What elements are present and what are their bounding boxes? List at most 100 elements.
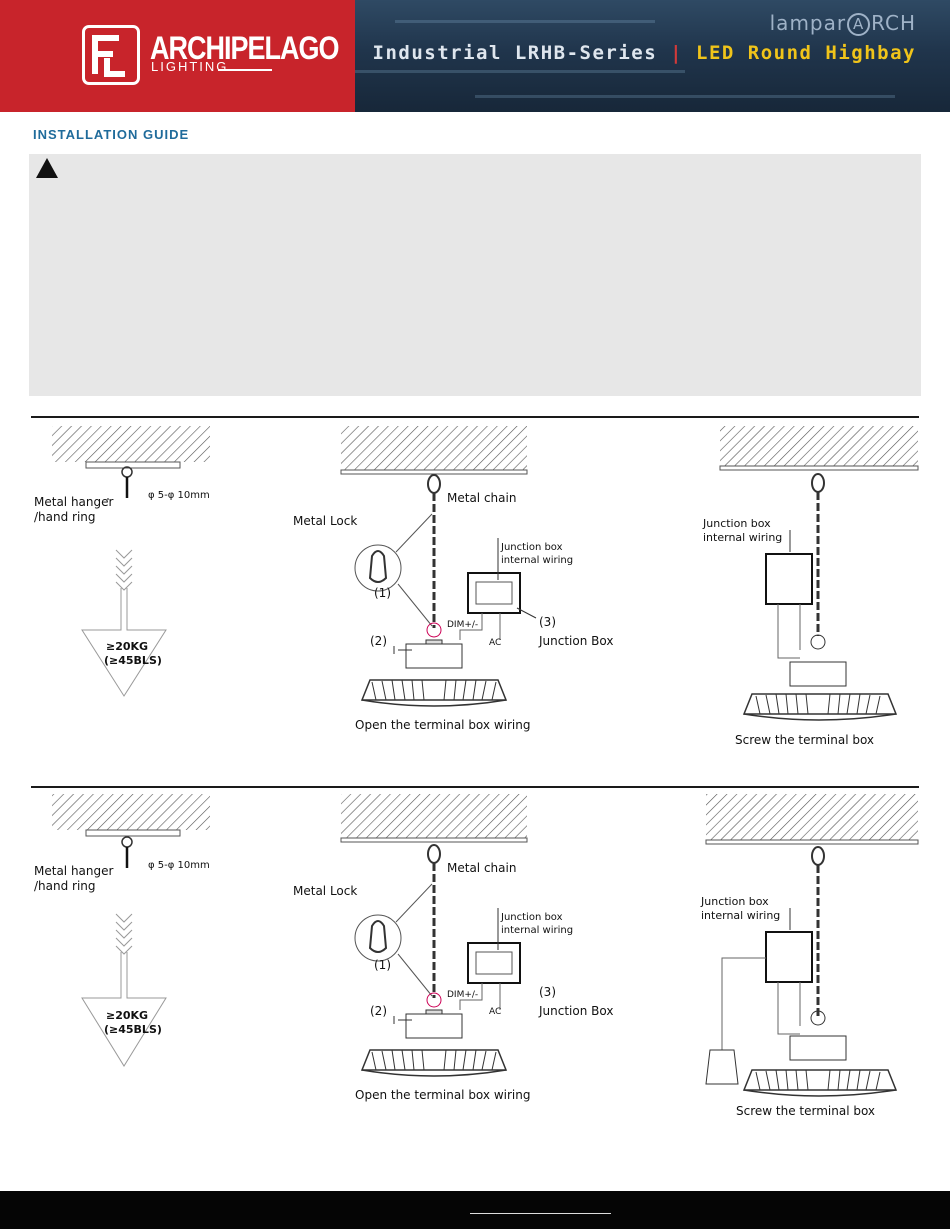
lamp-driver bbox=[405, 1013, 463, 1039]
step-1-label: (1) bbox=[374, 586, 391, 600]
caption-open-wiring: Open the terminal box wiring bbox=[355, 718, 531, 732]
lamp-bottom bbox=[361, 699, 507, 707]
junction-wiring-label: Junction box internal wiring bbox=[703, 517, 783, 544]
junction-wires bbox=[459, 613, 501, 640]
junction-box-terminals bbox=[475, 581, 513, 605]
lamp-fins bbox=[755, 693, 881, 715]
load-kg: ≥20KG bbox=[106, 1009, 149, 1022]
lamp-driver bbox=[789, 1035, 847, 1061]
lock-point bbox=[426, 622, 442, 638]
brand-prefix: lampar bbox=[769, 11, 847, 35]
brand-suffix: RCH bbox=[871, 11, 916, 35]
brand-circle-letter: A bbox=[847, 13, 871, 36]
footer-rule bbox=[470, 1213, 611, 1214]
ceiling-hook bbox=[811, 473, 825, 493]
lamp-housing bbox=[360, 1049, 508, 1071]
footer-bar bbox=[0, 1191, 950, 1229]
step-2-label: (2) bbox=[370, 1004, 387, 1018]
section-title: INSTALLATION GUIDE bbox=[33, 127, 190, 142]
lamp-bottom bbox=[361, 1069, 507, 1077]
lamp-fins bbox=[371, 1049, 497, 1071]
sensor-icon bbox=[705, 1049, 739, 1085]
lamp-bottom bbox=[743, 1089, 897, 1097]
ceiling-hatch bbox=[52, 794, 210, 830]
lamp-driver bbox=[405, 643, 463, 669]
logo-mark-icon bbox=[82, 25, 140, 85]
ceiling-hatch bbox=[720, 426, 918, 466]
lock-point bbox=[426, 992, 442, 1008]
caption-screw-box: Screw the terminal box bbox=[736, 1104, 876, 1118]
lock-leader-top bbox=[395, 883, 433, 923]
warning-panel bbox=[29, 154, 921, 396]
ac-label: AC bbox=[489, 638, 502, 648]
ceiling-mount-plate bbox=[85, 829, 181, 837]
ceiling-hook bbox=[811, 846, 825, 866]
product-type: LED Round Highbay bbox=[696, 42, 916, 64]
junction-wires bbox=[721, 957, 801, 1050]
metal-lock-icon bbox=[368, 920, 388, 953]
junction-wiring-label: Junction box internal wiring bbox=[501, 912, 574, 936]
logo-wordmark: ARCHIPELAGO bbox=[150, 30, 340, 66]
ceiling-edge bbox=[705, 839, 919, 845]
metal-lock-label: Metal Lock bbox=[293, 884, 358, 898]
lamp-fins bbox=[755, 1069, 881, 1091]
warning-triangle-icon bbox=[35, 156, 59, 185]
junction-wires bbox=[459, 983, 501, 1010]
hanger-label: Metal hanger /hand ring bbox=[34, 495, 114, 524]
lock-point bbox=[810, 1010, 826, 1026]
lock-detail-circle bbox=[354, 914, 402, 962]
load-arrow-chevrons bbox=[115, 913, 133, 955]
junction-box bbox=[467, 572, 521, 614]
lock-detail-circle bbox=[354, 544, 402, 592]
hanger-ring bbox=[121, 836, 133, 848]
ceiling-hatch bbox=[341, 426, 527, 470]
lamp-fins bbox=[371, 679, 497, 701]
junction-box bbox=[467, 942, 521, 984]
hanger-size: φ 5-φ 10mm bbox=[148, 490, 210, 501]
section-divider bbox=[31, 416, 919, 418]
metal-chain-label: Metal chain bbox=[447, 491, 517, 505]
step-3-label: (3) bbox=[539, 985, 556, 999]
screw-icon bbox=[393, 646, 412, 654]
ceiling-hatch bbox=[706, 794, 918, 840]
metal-lock-label: Metal Lock bbox=[293, 514, 358, 528]
diagram-row-2 bbox=[52, 794, 919, 1097]
caption-open-wiring: Open the terminal box wiring bbox=[355, 1088, 531, 1102]
junction-wires bbox=[777, 604, 801, 659]
lamp-driver bbox=[789, 661, 847, 687]
load-lbs: (≥45BLS) bbox=[104, 1023, 162, 1036]
ceiling-mount-plate bbox=[85, 461, 181, 469]
screw-icon bbox=[393, 1016, 412, 1024]
step-1-label: (1) bbox=[374, 958, 391, 972]
diagram-row-1 bbox=[52, 426, 919, 721]
lock-leader-bottom bbox=[397, 583, 433, 627]
section-divider bbox=[31, 786, 919, 788]
hanger-label: Metal hanger /hand ring bbox=[34, 864, 114, 893]
dim-label: DIM+/- bbox=[447, 990, 479, 1000]
lamp-housing bbox=[360, 679, 508, 701]
ceiling-edge bbox=[340, 837, 528, 843]
junction-wiring-label: Junction box internal wiring bbox=[501, 542, 574, 566]
load-lbs: (≥45BLS) bbox=[104, 654, 162, 667]
metal-lock-icon bbox=[368, 550, 388, 583]
product-title: Industrial LRHB-Series | LED Round Highb… bbox=[373, 42, 917, 64]
title-separator: | bbox=[670, 42, 684, 64]
junction-box-label: Junction Box bbox=[539, 634, 614, 648]
caption-screw-box: Screw the terminal box bbox=[735, 733, 875, 747]
ceiling-edge bbox=[340, 469, 528, 475]
junction-box bbox=[765, 553, 813, 605]
dim-label: DIM+/- bbox=[447, 620, 479, 630]
logo-subtitle: LIGHTING bbox=[151, 59, 229, 74]
ac-label: AC bbox=[489, 1007, 502, 1017]
metal-chain-label: Metal chain bbox=[447, 861, 517, 875]
lock-point bbox=[810, 634, 826, 650]
load-arrow-chevrons bbox=[115, 549, 133, 591]
load-arrow bbox=[81, 588, 167, 697]
lock-leader-bottom bbox=[397, 953, 433, 997]
lamp-bottom bbox=[743, 713, 897, 721]
junction-wiring-label: Junction box internal wiring bbox=[701, 895, 781, 922]
ceiling-edge bbox=[719, 465, 919, 471]
product-series: Industrial LRHB-Series bbox=[372, 42, 658, 64]
ceiling-hatch bbox=[341, 794, 527, 838]
